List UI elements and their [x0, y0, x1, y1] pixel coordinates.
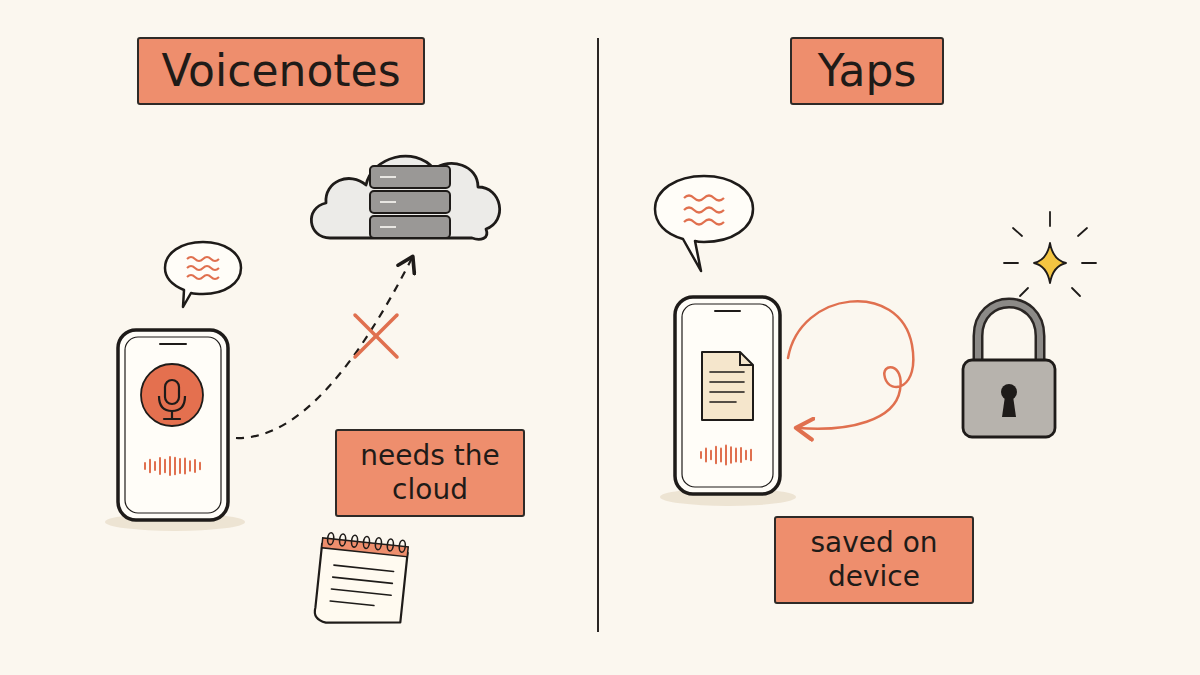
waveform-bar [745, 451, 747, 460]
sparkle [1004, 212, 1096, 296]
waveform-bar [179, 459, 181, 473]
speech-bubble-right [655, 176, 753, 271]
waveform-bar [159, 458, 161, 474]
label-text: saved on device [792, 526, 956, 593]
spiral-ring [387, 539, 394, 552]
dashed-arrow [236, 258, 412, 438]
waveform-bar [199, 463, 201, 470]
spiral-ring [375, 537, 382, 550]
waveform-bar [164, 460, 166, 472]
waveform-bar [735, 448, 737, 461]
waveform-bar [715, 447, 717, 464]
note-box: saved on device [774, 516, 974, 603]
notepad [314, 532, 409, 631]
label-text: Voicenotes [161, 45, 400, 98]
waveform-bar [720, 449, 722, 462]
spiral-ring [351, 535, 358, 548]
speech-bubble-left [165, 242, 241, 307]
fail-cross [355, 315, 397, 357]
label-text: needs the cloud [353, 439, 507, 506]
phone-right [660, 297, 796, 506]
loop-arrow [788, 301, 913, 428]
waveform-bar [189, 461, 191, 470]
waveform-bar [705, 449, 707, 462]
waveform-bar [725, 446, 727, 465]
divider-line [597, 38, 599, 632]
waveform-bar [174, 458, 176, 474]
waveform-bar [194, 460, 196, 472]
waveform-bar [750, 450, 752, 460]
spiral-ring [327, 532, 334, 545]
spiral-ring [399, 540, 406, 553]
note-box: needs the cloud [335, 429, 525, 516]
waveform-bar [700, 452, 702, 458]
label-text: Yaps [818, 45, 917, 98]
waveform-bar [154, 462, 156, 470]
waveform-bar [740, 448, 742, 462]
waveform-bar [169, 457, 171, 475]
title-box: Voicenotes [137, 37, 424, 106]
padlock [963, 303, 1055, 437]
spiral-ring [339, 534, 346, 547]
phone-left [105, 330, 245, 531]
waveform-bar [730, 447, 732, 463]
waveform-bar [144, 463, 146, 469]
cloud-server [311, 156, 499, 239]
spiral-ring [363, 536, 370, 549]
waveform-bar [149, 460, 151, 472]
waveform-bar [184, 458, 186, 473]
title-box: Yaps [790, 37, 945, 106]
waveform-bar [710, 451, 712, 459]
